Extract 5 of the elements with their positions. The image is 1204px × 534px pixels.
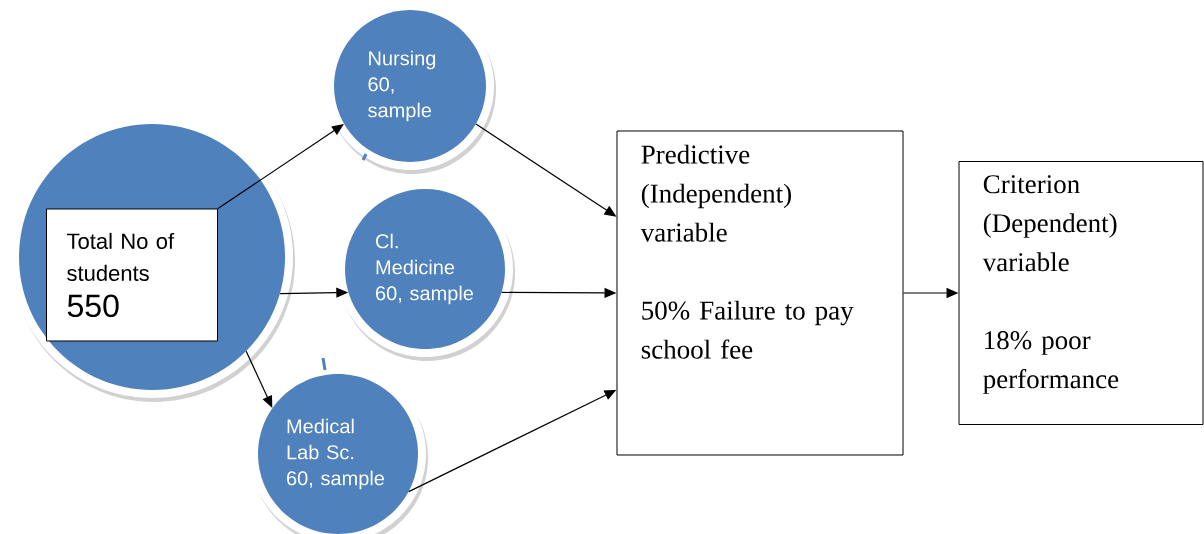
count-box: Total No of students 550 xyxy=(46,208,218,342)
arrow xyxy=(217,124,344,210)
arrow xyxy=(245,350,273,408)
variable-box: Criterion (Dependent) variable 18% poor performance xyxy=(958,161,1204,425)
variable-box: Predictive (Independent) variable 50% Failure to pay school fee xyxy=(616,130,904,456)
